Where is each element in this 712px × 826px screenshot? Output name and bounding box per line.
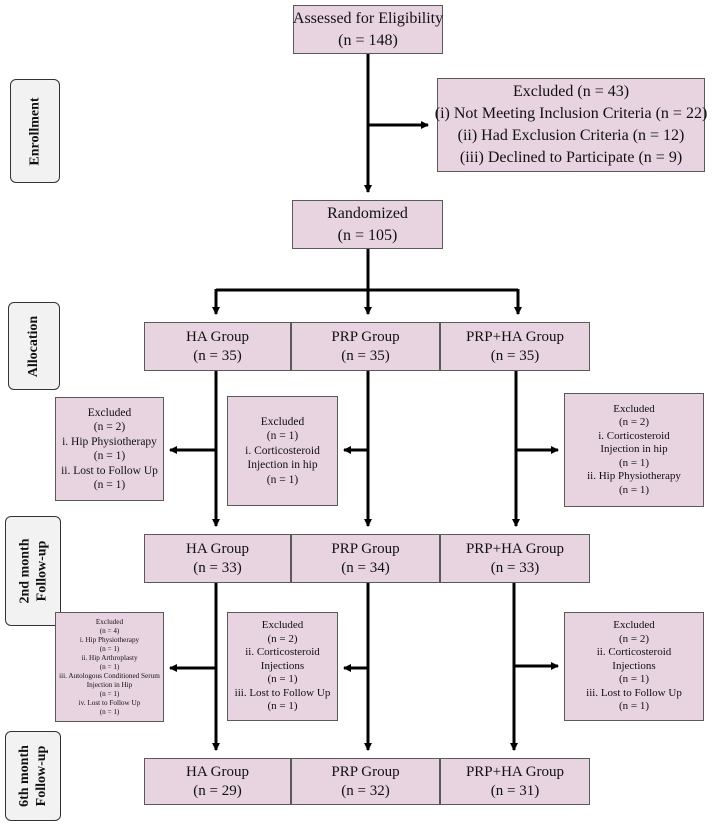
- box-text-line: (n = 1): [93, 479, 126, 491]
- box-text-line: (n = 31): [490, 782, 540, 799]
- assessed-box: Assessed for Eligibility (n = 148): [293, 5, 443, 54]
- box-text-line: PRP+HA Group: [465, 328, 565, 345]
- box-text-line: (n = 2): [93, 421, 126, 433]
- box-text-line: Injections: [612, 659, 656, 672]
- box-text-line: (n = 1): [93, 450, 126, 462]
- box-text-line: (n = 1): [99, 662, 120, 671]
- box-text-line: ii. Hip Physiotherapy: [587, 470, 681, 483]
- stage-2nd-month-followup: 2nd month Follow-up: [5, 516, 61, 626]
- box-text-line: (n = 1): [267, 700, 298, 713]
- box-text-line: (n = 2): [267, 632, 298, 645]
- box-text-line: (n = 35): [341, 347, 390, 364]
- box-text-line: Excluded: [95, 617, 124, 626]
- box-text-line: ii. Lost to Follow Up: [61, 464, 158, 477]
- excluded-ha-allocation-box: Excluded (n = 2) i. Hip Physiotherapy (n = …: [55, 397, 164, 501]
- box-text-line: ii. Hip Arthroplasty: [81, 653, 138, 662]
- box-text-line: (n = 35): [490, 347, 540, 364]
- box-text-line: (n = 1): [99, 707, 120, 716]
- box-text-line: (n = 29): [193, 782, 242, 799]
- stage-label-6th-month: 6th month Follow-up: [17, 745, 50, 807]
- stage-label-allocation: Allocation: [26, 315, 42, 377]
- followup2-ha-box: HA Group (n = 33): [144, 534, 291, 583]
- box-text-line: iv. Lost to Follow Up: [78, 698, 141, 707]
- box-text-line: (n = 2): [618, 632, 650, 645]
- box-text-line: (n = 33): [193, 559, 242, 576]
- box-text-line: (n = 1): [618, 483, 650, 496]
- box-text-line: iii. Autologous Conditioned Serum: [59, 671, 160, 680]
- box-text-line: (n = 1): [99, 644, 120, 653]
- box-text-line: (n = 1): [267, 673, 298, 686]
- box-text-line: Randomized: [327, 204, 408, 222]
- randomized-box: Randomized (n = 105): [292, 200, 443, 249]
- box-text-line: Injection in Hip: [86, 680, 133, 689]
- box-text-line: (n = 2): [618, 416, 650, 429]
- box-text-line: PRP Group: [331, 328, 400, 345]
- box-text-line: PRP+HA Group: [465, 763, 565, 780]
- allocation-ha-box: HA Group (n = 35): [144, 322, 291, 371]
- box-text-line: (n = 34): [341, 559, 390, 576]
- box-text-line: ii. Corticosteroid: [245, 646, 320, 659]
- box-text-line: (n = 1): [618, 456, 650, 469]
- box-text-line: (n = 1): [266, 430, 299, 443]
- box-text-line: PRP Group: [331, 763, 400, 780]
- box-text-line: (n = 32): [341, 782, 390, 799]
- box-text-line: i. Corticosteroid: [245, 444, 320, 457]
- box-text-line: HA Group: [186, 328, 249, 345]
- stage-label-enrollment: Enrollment: [27, 96, 43, 166]
- box-text-line: iii. Lost to Follow Up: [234, 686, 331, 699]
- stage-label-2nd-month: 2nd month Follow-up: [17, 538, 49, 604]
- box-text-line: i. Hip Physiotherapy: [62, 435, 157, 448]
- followup2-prp-box: PRP Group (n = 34): [291, 534, 440, 583]
- stage-enrollment: Enrollment: [10, 79, 60, 183]
- box-text-line: Injection in hip: [600, 443, 668, 456]
- box-text-line: Excluded: [613, 402, 655, 415]
- followup6-ha-box: HA Group (n = 29): [144, 758, 291, 805]
- stage-6th-month-followup: 6th month Follow-up: [5, 731, 61, 821]
- box-text-line: (n = 1): [618, 673, 650, 686]
- box-text-line: i. Corticosteroid: [598, 429, 670, 442]
- box-text-line: (n = 1): [618, 700, 650, 713]
- box-text-line: (ii) Had Exclusion Criteria (n = 12): [457, 127, 685, 144]
- box-text-line: (n = 4): [99, 626, 120, 635]
- box-text-line: Excluded: [260, 415, 305, 428]
- box-text-line: (n = 35): [193, 347, 242, 364]
- box-text-line: HA Group: [186, 763, 249, 780]
- excluded-ha-2m-box: Excluded(n = 4)i. Hip Physiotherapy(n = …: [55, 612, 164, 722]
- box-text-line: Excluded (n = 43): [512, 83, 630, 100]
- box-text-line: (n = 1): [99, 689, 120, 698]
- box-text-line: PRP+HA Group: [465, 540, 565, 557]
- allocation-prp-box: PRP Group (n = 35): [291, 322, 440, 371]
- box-text-line: (n = 1): [266, 473, 299, 486]
- box-text-line: HA Group: [186, 540, 249, 557]
- box-text-line: ii. Corticosteroid: [596, 646, 672, 659]
- box-text-line: Assessed for Eligibility: [292, 9, 444, 27]
- excluded-enrollment-box: Excluded (n = 43) (i) Not Meeting Inclusi…: [434, 78, 708, 172]
- followup6-prpha-box: PRP+HA Group (n = 31): [440, 758, 590, 805]
- box-text-line: (n = 105): [337, 226, 398, 244]
- allocation-prpha-box: PRP+HA Group (n = 35): [440, 322, 590, 371]
- box-text-line: (n = 148): [338, 31, 398, 49]
- box-text-line: (n = 33): [490, 559, 540, 576]
- box-text-line: i. Hip Physiotherapy: [79, 635, 140, 644]
- box-text-line: Excluded: [613, 619, 655, 632]
- box-text-line: Excluded: [87, 406, 132, 419]
- box-text-line: Excluded: [261, 619, 304, 632]
- box-text-line: (iii) Declined to Participate (n = 9): [459, 149, 683, 166]
- followup2-prpha-box: PRP+HA Group (n = 33): [440, 534, 590, 583]
- box-text-line: (i) Not Meeting Inclusion Criteria (n = …: [434, 105, 708, 122]
- followup6-prp-box: PRP Group (n = 32): [291, 758, 440, 805]
- box-text-line: PRP Group: [331, 540, 400, 557]
- stage-allocation: Allocation: [8, 302, 60, 390]
- box-text-line: iii. Lost to Follow Up: [586, 686, 682, 699]
- box-text-line: Injection in hip: [247, 459, 318, 472]
- box-text-line: Injections: [260, 659, 305, 672]
